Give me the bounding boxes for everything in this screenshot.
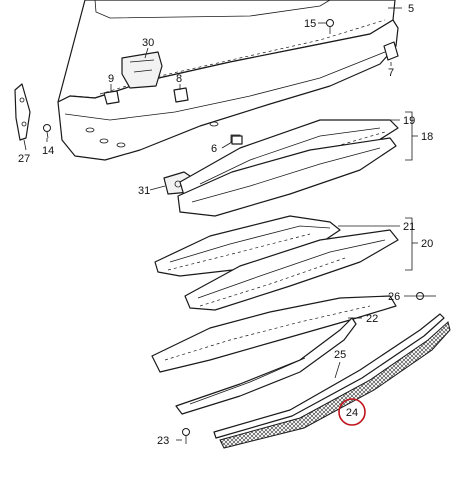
callout-labels: 5 15 30 9 8 7 27 14 6 19 18 31 21 20 26 … — [18, 3, 433, 447]
group-bracket-20 — [405, 217, 418, 271]
callout-9: 9 — [108, 73, 114, 85]
part-30-bracket — [121, 51, 163, 89]
group-bracket-18 — [405, 111, 418, 161]
callout-15: 15 — [304, 18, 316, 30]
part-9-clip — [103, 90, 120, 105]
part-18-diffuser-assembly — [177, 137, 397, 217]
part-22-trim-strip — [175, 317, 357, 415]
callout-5: 5 — [408, 3, 414, 15]
leader-lines — [23, 7, 424, 441]
part-27-side-bracket — [14, 83, 31, 141]
callout-21: 21 — [403, 221, 415, 233]
part-23-screw — [182, 428, 190, 444]
part-7-clip — [383, 41, 399, 61]
highlighted-callout-24: 24 — [338, 398, 366, 426]
callout-14: 14 — [42, 145, 54, 157]
callout-30: 30 — [142, 37, 154, 49]
part-8-clip — [173, 87, 189, 103]
callout-22: 22 — [366, 313, 378, 325]
callout-6: 6 — [211, 143, 217, 155]
part-14-screw — [43, 124, 51, 139]
callout-20: 20 — [421, 238, 433, 250]
callout-24: 24 — [346, 407, 358, 419]
part-25-moulding — [213, 313, 445, 439]
callout-18: 18 — [421, 131, 433, 143]
callout-7: 7 — [388, 67, 394, 79]
part-24-grille — [219, 321, 451, 449]
part-20-panel — [184, 229, 399, 311]
part-6-cap — [231, 135, 243, 145]
callout-8: 8 — [176, 73, 182, 85]
callout-31: 31 — [138, 185, 150, 197]
callout-19: 19 — [403, 115, 415, 127]
callout-25: 25 — [334, 349, 346, 361]
highlight-circle — [338, 398, 366, 426]
callout-27: 27 — [18, 153, 30, 165]
callout-23: 23 — [157, 435, 169, 447]
lower-trim-body — [151, 295, 397, 373]
callout-26: 26 — [388, 291, 400, 303]
